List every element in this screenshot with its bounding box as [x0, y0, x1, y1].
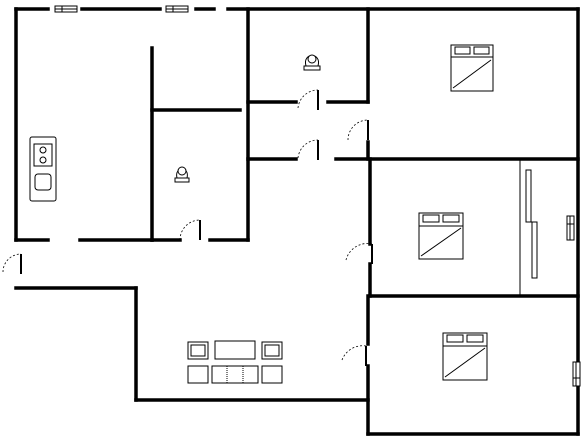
double-bed-icon [450, 44, 494, 92]
double-bed-icon [418, 212, 464, 260]
walls [14, 7, 580, 436]
door-bath-top[interactable] [297, 89, 319, 110]
door-entrance[interactable] [2, 253, 22, 274]
sliding-closet-door[interactable] [525, 169, 538, 279]
window-bottom-bedroom [572, 361, 581, 387]
double-bed-icon [442, 332, 488, 381]
toilet-icon [303, 54, 321, 71]
sofa-set-icon [187, 340, 283, 384]
door-middle-bedroom[interactable] [345, 243, 373, 264]
doors [2, 89, 538, 366]
window-kitchen [54, 5, 78, 13]
windows [54, 5, 581, 387]
window-middle-bedroom [566, 215, 575, 241]
door-master-bedroom[interactable] [347, 119, 369, 141]
door-bath-left[interactable] [179, 219, 201, 241]
door-bottom-bedroom[interactable] [341, 345, 367, 366]
window-bath [165, 5, 189, 13]
door-corridor[interactable] [297, 139, 319, 160]
toilet-icon [174, 166, 190, 183]
stove-icon [29, 136, 57, 202]
